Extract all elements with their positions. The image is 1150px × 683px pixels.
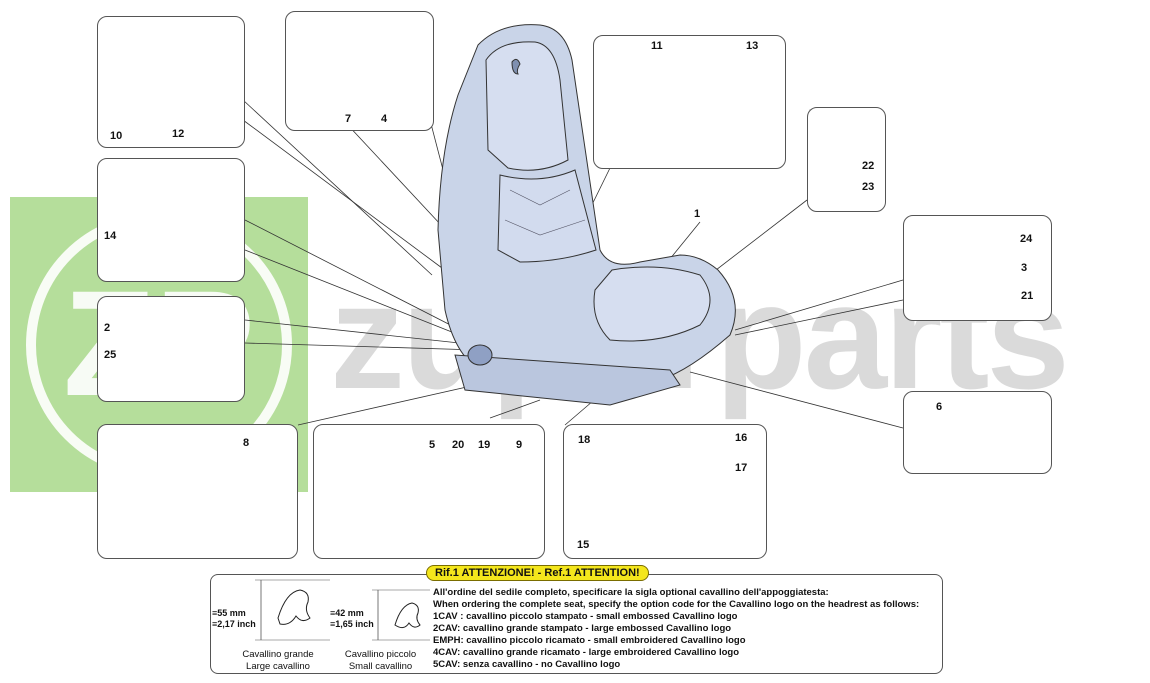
panel-connectors <box>807 107 886 212</box>
small-dim-inch: ≡1,65 inch <box>330 619 374 629</box>
panel-belt-buckle <box>97 296 245 402</box>
part-label-24: 24 <box>1020 233 1033 245</box>
part-label-8: 8 <box>243 437 250 449</box>
attention-title: Rif.1 ATTENZIONE! - Ref.1 ATTENTION! <box>426 565 649 581</box>
part-label-25: 25 <box>104 349 117 361</box>
part-label-2: 2 <box>104 322 111 334</box>
part-label-18: 18 <box>578 434 591 446</box>
large-cavallino-logo <box>277 589 311 625</box>
part-label-22: 22 <box>862 160 875 172</box>
panel-cable-cap <box>285 11 434 131</box>
large-dim-mm: ≡55 mm <box>212 608 246 618</box>
part-label-13: 13 <box>746 40 759 52</box>
seat-rail-base <box>454 354 681 406</box>
large-cavallino-caption-en: Large cavallino <box>246 661 310 672</box>
panel-gaskets <box>563 424 767 559</box>
part-label-23: 23 <box>862 181 875 193</box>
small-cavallino-caption-it: Cavallino piccolo <box>344 649 417 660</box>
note-line-4: 2CAV: cavallino grande stampato - large … <box>433 623 732 634</box>
part-label-17: 17 <box>735 462 748 474</box>
part-label-16: 16 <box>735 432 748 444</box>
part-label-15: 15 <box>577 539 590 551</box>
part-label-20: 20 <box>452 439 465 451</box>
part-label-12: 12 <box>172 128 185 140</box>
note-line-1: All'ordine del sedile completo, specific… <box>433 587 829 598</box>
small-cavallino-caption-en: Small cavallino <box>348 661 413 672</box>
seat-assembly <box>437 24 736 406</box>
panel-bracket <box>97 158 245 282</box>
note-line-3: 1CAV : cavallino piccolo stampato - smal… <box>433 611 738 622</box>
seat-backrest-center <box>497 169 597 263</box>
part-label-19: 19 <box>478 439 491 451</box>
seat-headrest <box>485 41 569 171</box>
seat-cushion <box>593 266 711 342</box>
part-label-4: 4 <box>381 113 388 125</box>
small-cavallino-logo <box>394 602 421 629</box>
part-label-10: 10 <box>110 130 123 142</box>
part-label-11: 11 <box>651 40 663 52</box>
large-cavallino-caption-it: Cavallino grande <box>242 649 314 660</box>
panel-headrest-covers <box>97 16 245 148</box>
headrest-cavallino-logo <box>511 58 521 75</box>
seat-recliner-knob <box>467 344 493 366</box>
panel-hoop <box>903 391 1052 474</box>
part-label-9: 9 <box>516 439 523 451</box>
panel-seat-rails <box>313 424 545 559</box>
note-line-5: EMPH: cavallino piccolo ricamato - small… <box>433 635 746 646</box>
note-line-7: 5CAV: senza cavallino - no Cavallino log… <box>433 659 621 670</box>
note-line-2: When ordering the complete seat, specify… <box>433 599 920 610</box>
note-line-6: 4CAV: cavallino grande ricamato - large … <box>433 647 740 658</box>
part-label-7: 7 <box>345 113 352 125</box>
part-label-21: 21 <box>1021 290 1034 302</box>
part-label-14: 14 <box>104 230 117 242</box>
panel-rail-bracket <box>97 424 298 559</box>
large-dim-inch: ≡2,17 inch <box>212 619 256 629</box>
part-label-1: 1 <box>694 208 701 220</box>
panel-harness <box>903 215 1052 321</box>
part-label-5: 5 <box>429 439 436 451</box>
part-label-3: 3 <box>1021 262 1028 274</box>
part-label-6: 6 <box>936 401 943 413</box>
small-dim-mm: ≡42 mm <box>330 608 364 618</box>
panel-side-covers <box>593 35 786 169</box>
